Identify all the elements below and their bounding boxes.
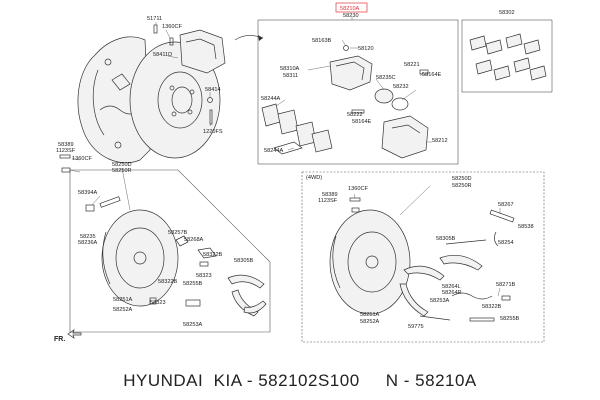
label-1360cf-a: 1360CF: [162, 24, 182, 30]
brake-shoes-left: [227, 274, 267, 317]
front-arrow: [67, 329, 82, 339]
label-58264r: 58264R: [442, 290, 462, 296]
label-1360cf-c: 1360CF: [348, 186, 368, 192]
label-58236a: 58236A: [78, 240, 98, 246]
label-58322b-c: 58322B: [482, 304, 502, 310]
label-fr: FR.: [54, 336, 65, 343]
leader-lines: [69, 22, 501, 297]
label-58323-b: 58323: [150, 300, 166, 306]
label-58120: 58120: [358, 46, 374, 52]
parts-diagram: 58210A 58230: [54, 2, 553, 343]
label-58235c: 58235C: [376, 75, 396, 81]
highlight-box: [335, 2, 368, 13]
mini-caliper: [179, 29, 226, 74]
label-58250r-b: 58250R: [452, 183, 472, 189]
label-58254: 58254: [498, 240, 514, 246]
label-58255b: 58255B: [183, 281, 203, 287]
label-1123sf-a: 1123SF: [56, 148, 76, 154]
label-1360cf-b: 1360CF: [72, 156, 92, 162]
drum-brake-4wd: [329, 197, 411, 315]
label-4wd: (4WD): [306, 175, 322, 181]
label-58255b-b: 58255B: [500, 316, 520, 322]
brake-disc: [129, 41, 221, 159]
part-number-caption: HYUNDAI KIA - 582102S100 N - 58210A: [123, 371, 477, 390]
brake-shoes-4wd: [399, 209, 515, 322]
arrow-head: [258, 35, 263, 41]
label-58251a: 58251A: [113, 297, 133, 303]
label-58164e-a: 58164E: [422, 72, 442, 78]
label-51711: 51711: [147, 16, 162, 22]
label-1220fs: 1220FS: [203, 129, 223, 135]
label-58264l: 58264L: [442, 284, 461, 290]
label-58164e-b: 58164E: [352, 119, 372, 125]
drum-brake-left: [85, 196, 217, 307]
label-58252a: 58252A: [113, 307, 133, 313]
caliper-pads: [261, 103, 333, 155]
label-58221: 58221: [404, 62, 420, 68]
pad-group-box: [461, 19, 553, 93]
label-58250d-b: 58250D: [452, 176, 472, 182]
label-58389-a: 58389: [58, 142, 74, 148]
label-58244a-a: 58244A: [261, 96, 281, 102]
label-58251a-b: 58251A: [360, 312, 380, 318]
label-58322b-a: 58322B: [203, 252, 223, 258]
label-58394a: 58394A: [78, 190, 98, 196]
caliper-assembly: [329, 45, 429, 159]
label-58305b: 58305B: [234, 258, 254, 264]
label-58411d: 58411D: [153, 52, 172, 58]
pad-set: [469, 33, 547, 81]
label-58538: 58538: [518, 224, 534, 230]
label-58302: 58302: [499, 10, 515, 16]
label-1123sf-b: 1123SF: [318, 198, 338, 204]
label-58253a-b: 58253A: [430, 298, 450, 304]
label-58257b: 58257B: [168, 230, 188, 236]
label-58235: 58235: [80, 234, 96, 240]
label-58389-b: 58389: [322, 192, 338, 198]
label-58232: 58232: [393, 84, 409, 90]
label-58268a: 58268A: [184, 237, 204, 243]
label-58310a: 58310A: [280, 66, 300, 72]
label-highlight-code: 58210A: [340, 6, 360, 12]
label-58163b: 58163B: [312, 38, 332, 44]
caliper-group-box: [257, 19, 459, 165]
label-58212: 58212: [432, 138, 448, 144]
label-58305b-b: 58305B: [436, 236, 456, 242]
label-58250d: 58250D: [112, 162, 132, 168]
label-58271b: 58271B: [496, 282, 516, 288]
label-58253a: 58253A: [183, 322, 203, 328]
label-58311: 58311: [283, 73, 298, 79]
label-58322b-b: 58322B: [158, 279, 178, 285]
label-58250r: 58250R: [112, 168, 132, 174]
label-58267: 58267: [498, 202, 514, 208]
label-58252a-b: 58252A: [360, 319, 380, 325]
label-58414: 58414: [205, 87, 221, 93]
drum-group-box: [69, 169, 271, 333]
label-59775: 59775: [408, 324, 424, 330]
label-58244a-b: 58244A: [264, 148, 284, 154]
label-sub-code: 58230: [343, 13, 359, 19]
label-58323-a: 58323: [196, 273, 212, 279]
4wd-group-box: [301, 171, 545, 343]
label-58222: 58222: [347, 112, 363, 118]
